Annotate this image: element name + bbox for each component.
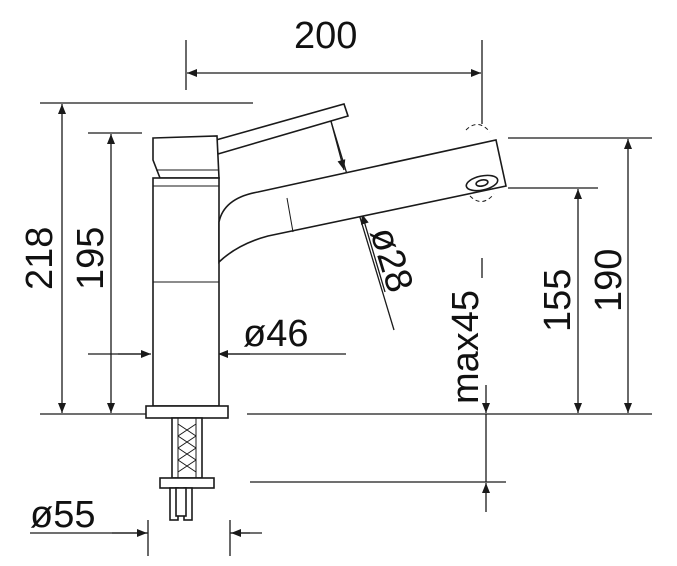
dim-total-height-label: 218 — [19, 227, 61, 290]
dim-spout-top-height-label: 190 — [588, 249, 630, 312]
dim-base-diameter-label: ø55 — [30, 494, 95, 536]
dim-spout-height-label: 155 — [537, 269, 579, 332]
faucet-body — [145, 103, 507, 521]
dim-width-label: 200 — [294, 15, 357, 57]
dim-body-height-label: 195 — [70, 227, 112, 290]
dim-body-diameter-label: ø46 — [243, 313, 308, 355]
dimension-arrows — [58, 69, 632, 537]
dimension-labels: 200 218 195 ø28 ø46 max45 155 190 ø55 — [19, 15, 630, 536]
dim-max-thickness-label: max45 — [445, 290, 487, 404]
dim-spout-diameter-label: ø28 — [361, 222, 420, 297]
